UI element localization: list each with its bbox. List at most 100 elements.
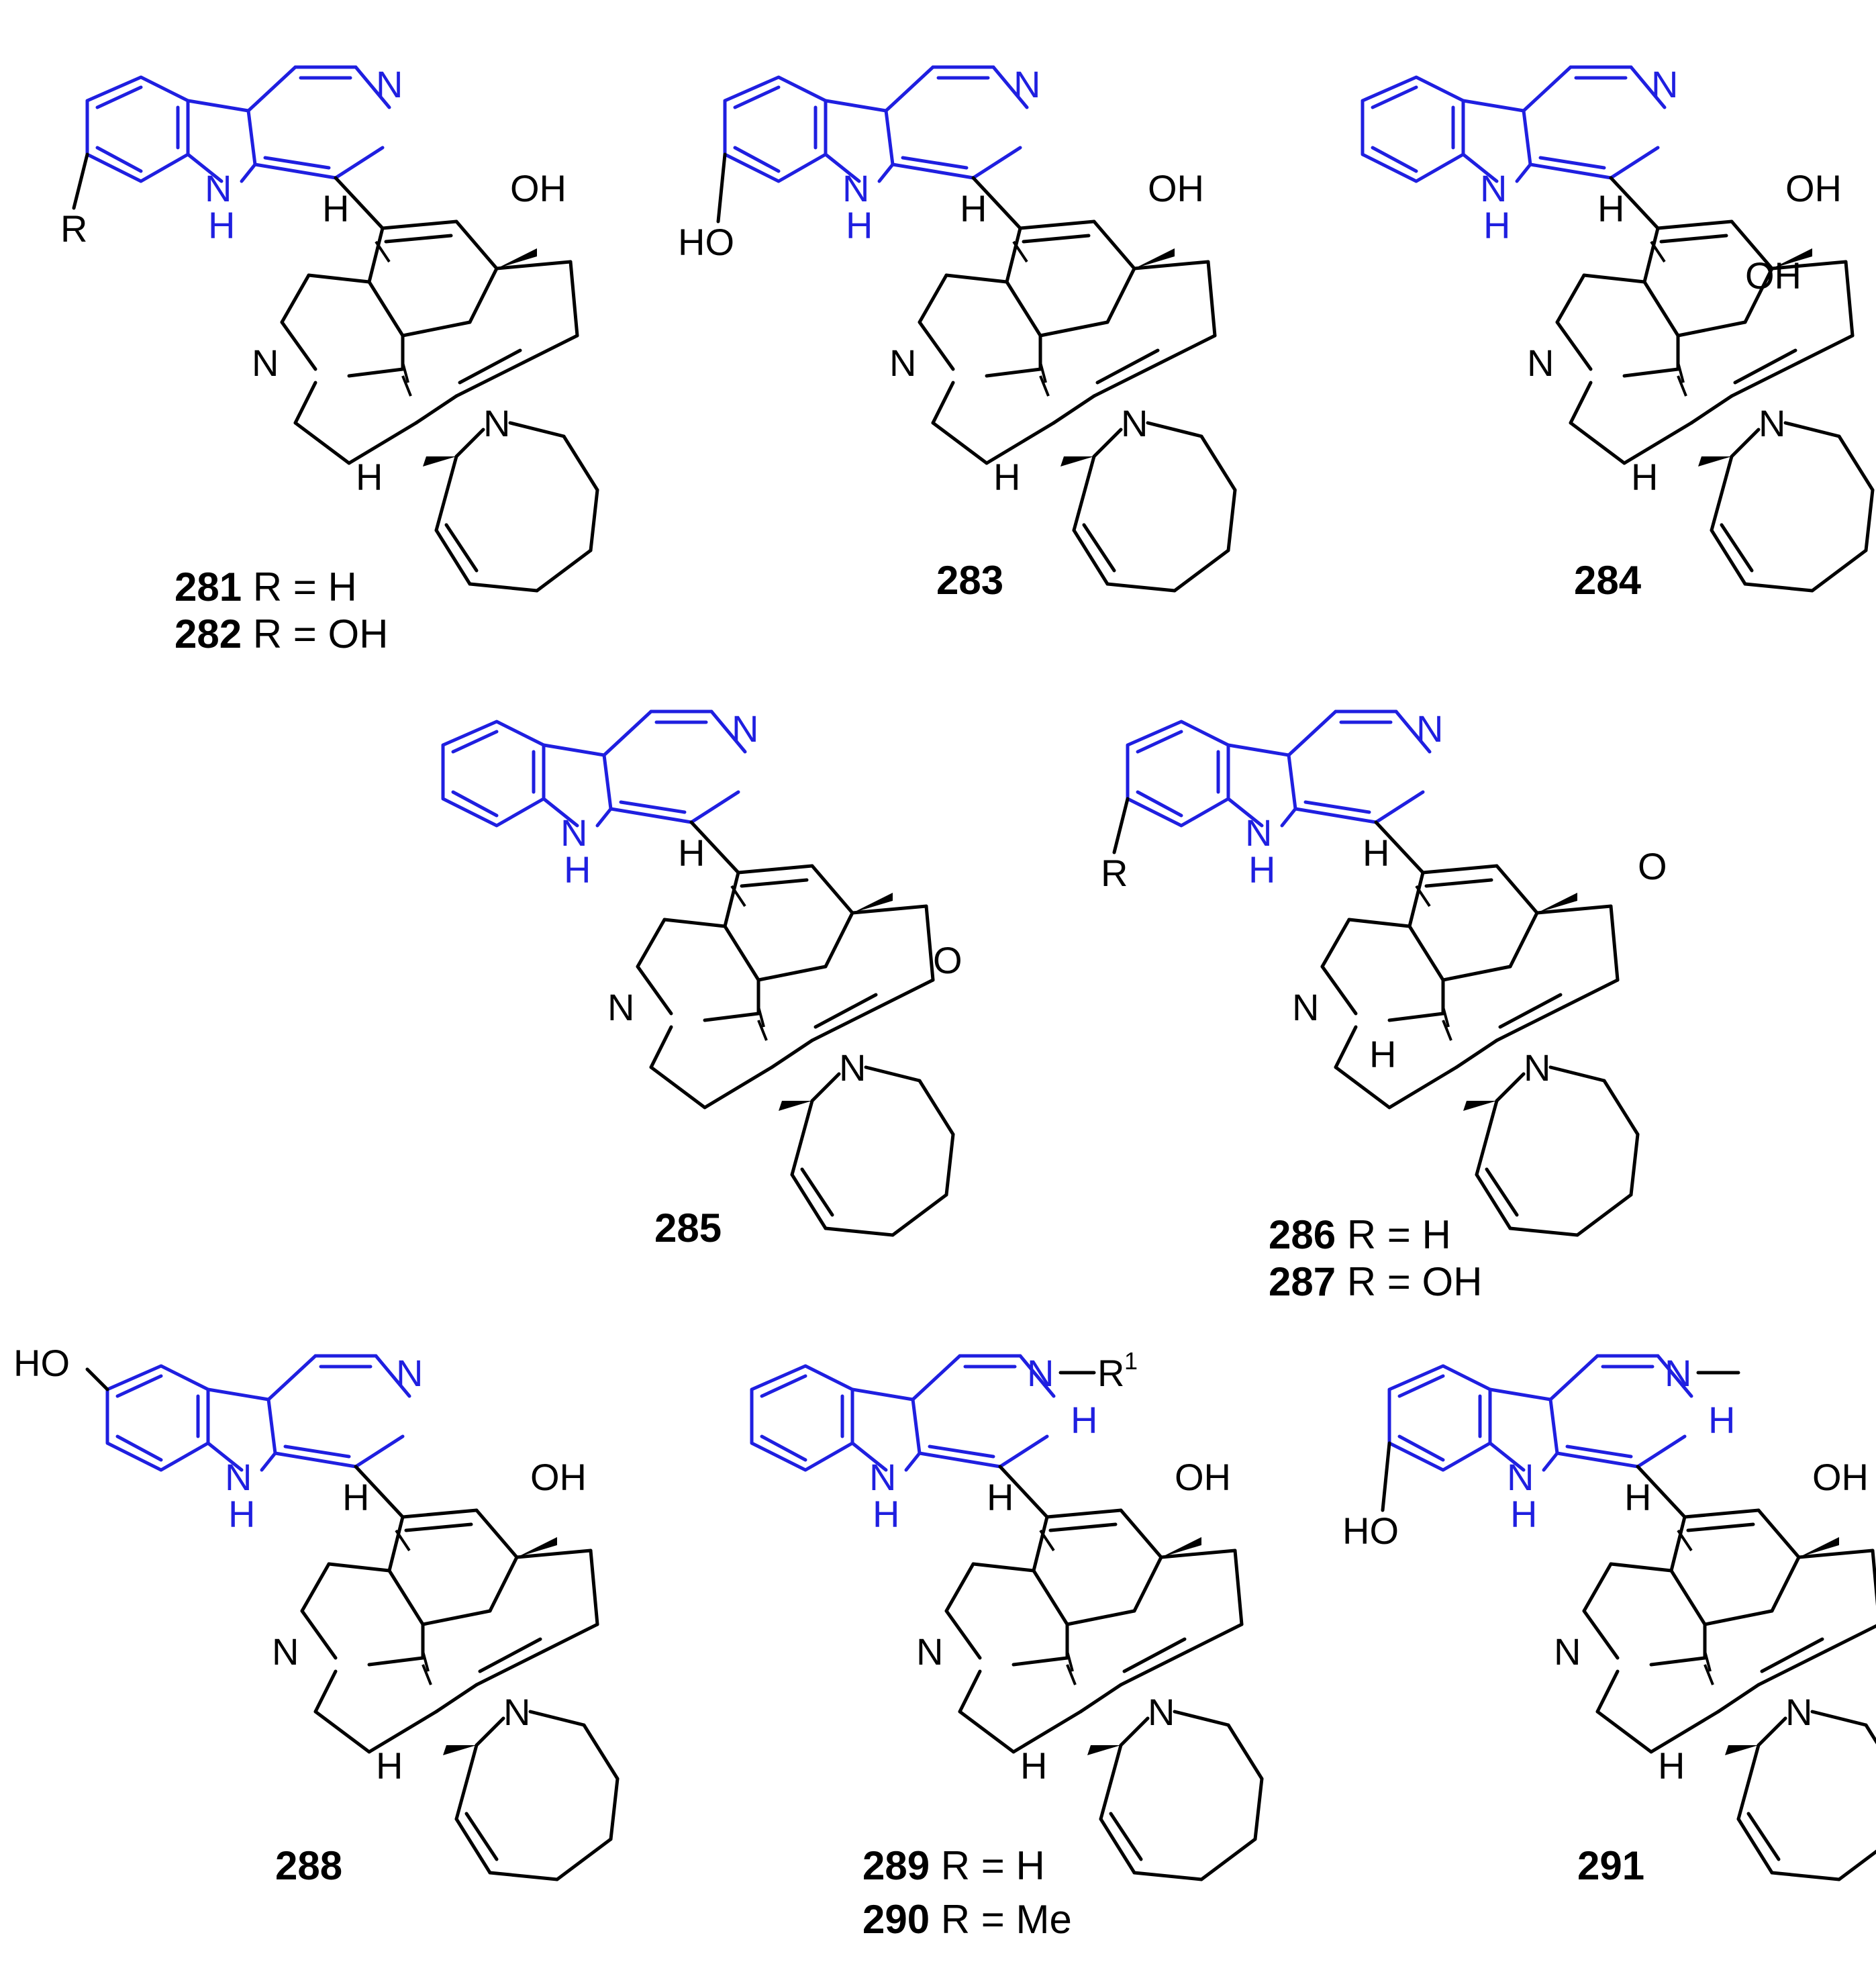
indole-n-atom: N [225,1456,252,1498]
amine-n-atom: N [1292,986,1319,1028]
oh-group: OH [1812,1456,1869,1498]
compound-281-structure: N N H H OH R N N H [60,63,597,591]
amine-n-atom: N [1527,342,1554,384]
compound-number: 289 [862,1843,930,1888]
compound-r-group: R = H [242,564,357,609]
oh-group: OH [530,1456,587,1498]
c1-h-atom: H [1071,1399,1097,1441]
indole-n-atom: N [869,1456,896,1498]
indole-n-atom: N [842,167,869,209]
pyridine-n-atom: N [1014,63,1040,105]
n-methyl-n-atom: N [1665,1352,1691,1394]
ho-group: HO [678,221,734,263]
compound-label-289: 289 R = H [862,1843,1045,1888]
azocane-n-atom: N [1785,1691,1812,1733]
ho-group: HO [1342,1510,1399,1552]
compound-label-281: 281 R = H [175,564,357,609]
compound-number: 283 [936,558,1003,603]
compound-number: 291 [1577,1843,1644,1888]
indole-h-atom: H [873,1493,899,1535]
h-atom: H [1624,1476,1651,1518]
azocane-n-atom: N [839,1046,866,1089]
azocane-n-atom: N [1121,402,1148,444]
indole-n-atom: N [1480,167,1507,209]
pyridine-n-atom: N [732,707,758,750]
compound-r-group: R = H [930,1843,1045,1888]
compound-label-287: 287 R = OH [1269,1259,1483,1304]
oh-group-2: OH [1745,254,1801,297]
compound-r-group: R = OH [242,611,388,656]
h-atom-lower: H [356,456,383,498]
h-atom-lower: H [1631,456,1658,498]
dihydropyridine-n-atom: N [396,1352,423,1394]
nr1-n-atom: N [1027,1352,1054,1394]
h-atom-lower: H [1658,1745,1685,1787]
oh-group: OH [510,167,566,209]
compound-289-structure: N R 1 H N H H OH N N H [752,1347,1262,1879]
epoxy-o-atom: O [933,939,962,981]
indole-n-atom: N [205,167,232,209]
indole-h-atom: H [228,1493,255,1535]
pyridine-n-atom: N [1651,63,1678,105]
compound-number: 282 [175,611,242,656]
amine-n-atom: N [1554,1630,1581,1673]
indole-h-atom: H [1483,204,1510,246]
azocane-n-atom: N [503,1691,530,1733]
compound-number: 290 [862,1897,930,1942]
r-substituent: R [1101,852,1128,894]
compound-284-structure: N N H H OH OH N N H [1363,63,1873,591]
compound-labels: 281 R = H 282 R = OH 283 284 285 286 R =… [175,558,1644,1942]
h-atom-lower: H [1020,1745,1047,1787]
compound-r-group: R = OH [1336,1259,1482,1304]
h-atom: H [960,187,987,230]
r-substituent: R [60,207,87,250]
pyridine-n-atom: N [1416,707,1443,750]
azocane-n-atom: N [483,402,510,444]
r1-substituent: R [1097,1352,1124,1394]
h-atom-lower: H [993,456,1020,498]
c1-h-atom: H [1708,1399,1735,1441]
compound-label-290: 290 R = Me [862,1897,1072,1942]
compound-283-structure: N N H H OH HO N N H [678,63,1235,591]
indole-n-atom: N [560,812,587,854]
compound-number: 288 [275,1843,342,1888]
compound-label-286: 286 R = H [1269,1212,1451,1257]
h-atom: H [1363,832,1389,874]
h-atom-lower: H [1369,1033,1396,1075]
h-atom: H [342,1476,369,1518]
compound-number: 285 [654,1206,722,1250]
compound-r-group: R = H [1336,1212,1451,1257]
h-atom: H [678,832,705,874]
compound-label-282: 282 R = OH [175,611,389,656]
amine-n-atom: N [252,342,279,384]
r1-superscript: 1 [1124,1347,1138,1375]
h-atom: H [322,187,349,230]
azocane-n-atom: N [1148,1691,1175,1733]
indole-h-atom: H [1248,848,1275,891]
compound-288-structure: N N H H OH HO N N H [13,1342,618,1879]
oh-group: OH [1175,1456,1231,1498]
azocane-n-atom: N [1759,402,1785,444]
amine-n-atom: N [916,1630,943,1673]
compound-291-structure: N H N H H OH HO N N H [1342,1352,1876,1879]
amine-n-atom: N [607,986,634,1028]
h-atom: H [987,1476,1014,1518]
compound-number: 286 [1269,1212,1336,1257]
compound-286-structure: N N H H O R N N H [1101,707,1667,1235]
indole-h-atom: H [208,204,235,246]
oh-group: OH [1148,167,1204,209]
indole-h-atom: H [846,204,873,246]
oh-group: OH [1785,167,1842,209]
ho-group: HO [13,1342,70,1384]
compound-r-group: R = Me [930,1897,1072,1942]
pyridine-n-atom: N [376,63,403,105]
azocane-n-atom: N [1524,1046,1550,1089]
compound-number: 287 [1269,1259,1336,1304]
compound-label-283: 283 [936,558,1003,603]
indole-n-atom: N [1245,812,1272,854]
h-atom-lower: H [376,1745,403,1787]
epoxy-o-atom: O [1638,845,1667,887]
compound-label-284: 284 [1574,558,1642,603]
compound-285-structure: N N H H O N N [443,707,962,1235]
